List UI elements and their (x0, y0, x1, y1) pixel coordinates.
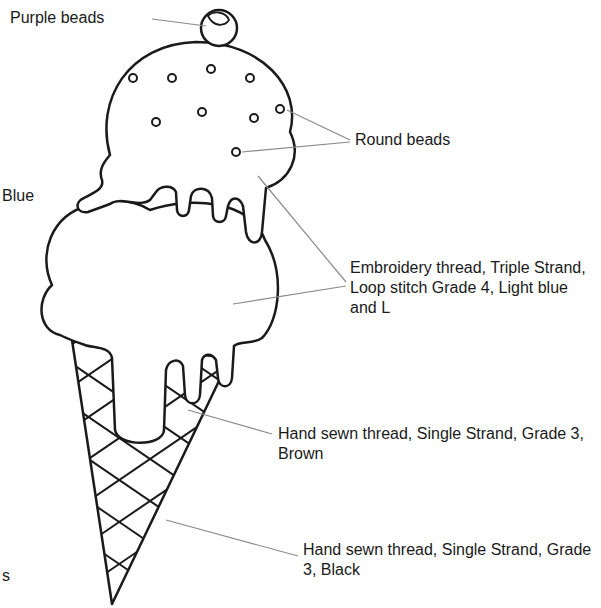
cone-hatch (40, 510, 260, 608)
cone-hatch (40, 552, 260, 608)
callout-label: Hand sewn thread, Single Strand, Grade 3… (303, 540, 597, 580)
callout-label: s (2, 566, 32, 586)
leader-lines (152, 19, 350, 556)
callout-label: Purple beads (10, 8, 160, 28)
cone-hatch (40, 552, 260, 608)
cone-hatch (40, 468, 260, 608)
purple-bead (201, 10, 237, 46)
cone-hatch (40, 594, 260, 608)
cone-hatch (40, 510, 260, 608)
round-beads (129, 65, 284, 156)
cone-hatch (40, 426, 260, 576)
callout-label: Hand sewn thread, Single Strand, Grade 3… (278, 424, 596, 464)
bottom-scoop (42, 201, 278, 443)
callout-label: Blue (2, 186, 62, 206)
top-scoop (78, 42, 295, 243)
cone-hatch (40, 594, 260, 608)
cone-hatch (40, 468, 260, 608)
callout-label: Embroidery thread, Triple Strand, Loop s… (350, 258, 598, 318)
callout-label: Round beads (355, 130, 555, 150)
cone-hatch (40, 426, 260, 576)
